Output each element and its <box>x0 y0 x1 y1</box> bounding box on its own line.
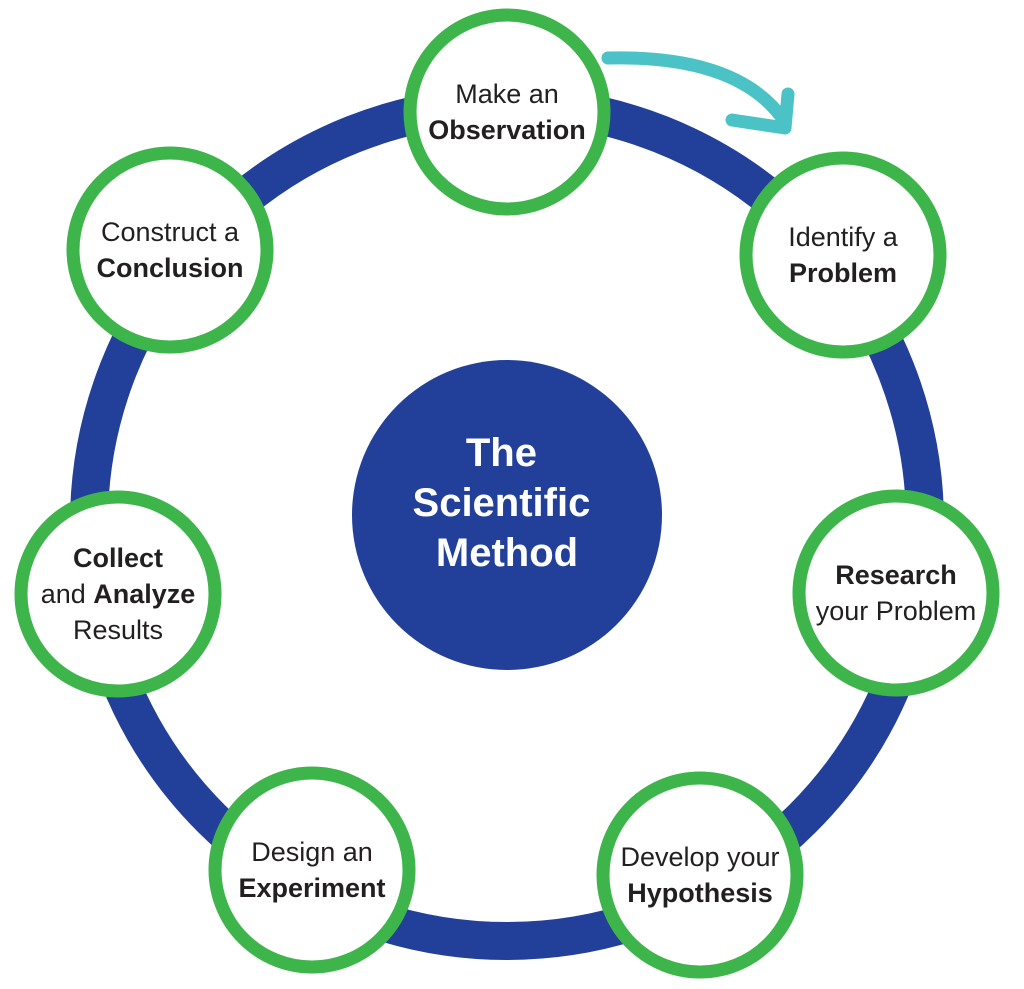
step-label-regular: Results <box>73 615 163 645</box>
step-label-line: Conclusion <box>97 253 244 283</box>
step-label-bold: Analyze <box>93 579 195 609</box>
center-circle <box>352 360 662 670</box>
step-label-regular: and <box>41 579 94 609</box>
step-label-line: Develop your <box>620 842 779 872</box>
center-title-line: The <box>466 431 537 475</box>
step-label: Make an Observation <box>428 79 586 145</box>
center-title-line: Method <box>436 531 578 575</box>
center-title-line: Scientific <box>413 481 591 525</box>
step-label-bold: Problem <box>789 258 897 288</box>
step-circle <box>208 766 416 974</box>
step-node-conclusion: Construct a Conclusion <box>66 146 274 354</box>
step-node-experiment: Design an Experiment <box>208 766 416 974</box>
curved-arrow-icon <box>601 51 795 135</box>
step-label-line: Problem <box>789 258 897 288</box>
step-label-line: Design an <box>251 837 373 867</box>
step-label: Research your Problem <box>816 560 977 626</box>
step-label-regular: Design an <box>251 837 373 867</box>
step-circle <box>739 151 947 359</box>
step-label-regular: Identify a <box>788 222 899 252</box>
step-circle <box>596 771 804 979</box>
step-label: Identify a Problem <box>788 222 899 288</box>
step-circle <box>66 146 274 354</box>
step-label-bold: Hypothesis <box>627 878 773 908</box>
step-label: Construct a Conclusion <box>97 217 244 283</box>
step-label-line: Experiment <box>238 873 385 903</box>
step-label-line: Results <box>73 615 163 645</box>
step-label-line: Collect <box>73 543 163 573</box>
step-label-regular: Develop your <box>620 842 779 872</box>
step-node-problem: Identify a Problem <box>739 151 947 359</box>
step-label-bold: Research <box>835 560 957 590</box>
step-circle <box>792 489 1000 697</box>
step-label-line: Hypothesis <box>627 878 773 908</box>
step-label-line: Research <box>835 560 957 590</box>
center-title: The Scientific Method <box>413 431 602 575</box>
step-label-line: Construct a <box>101 217 240 247</box>
center-hub: The Scientific Method <box>352 360 662 670</box>
step-label-line: and Analyze <box>41 579 196 609</box>
step-label-regular: your Problem <box>816 596 977 626</box>
step-label-line: your Problem <box>816 596 977 626</box>
step-circle <box>403 8 611 216</box>
step-label-line: Make an <box>455 79 559 109</box>
step-node-observation: Make an Observation <box>403 8 611 216</box>
step-label-regular: Make an <box>455 79 559 109</box>
step-label-bold: Collect <box>73 543 163 573</box>
step-circle <box>14 490 222 698</box>
step-label-bold: Conclusion <box>97 253 244 283</box>
step-label: Design an Experiment <box>238 837 385 903</box>
step-label-bold: Observation <box>428 115 586 145</box>
step-node-research: Research your Problem <box>792 489 1000 697</box>
step-label-regular: Construct a <box>101 217 240 247</box>
step-label-bold: Experiment <box>238 873 385 903</box>
step-label-line: Observation <box>428 115 586 145</box>
step-label-line: Identify a <box>788 222 899 252</box>
